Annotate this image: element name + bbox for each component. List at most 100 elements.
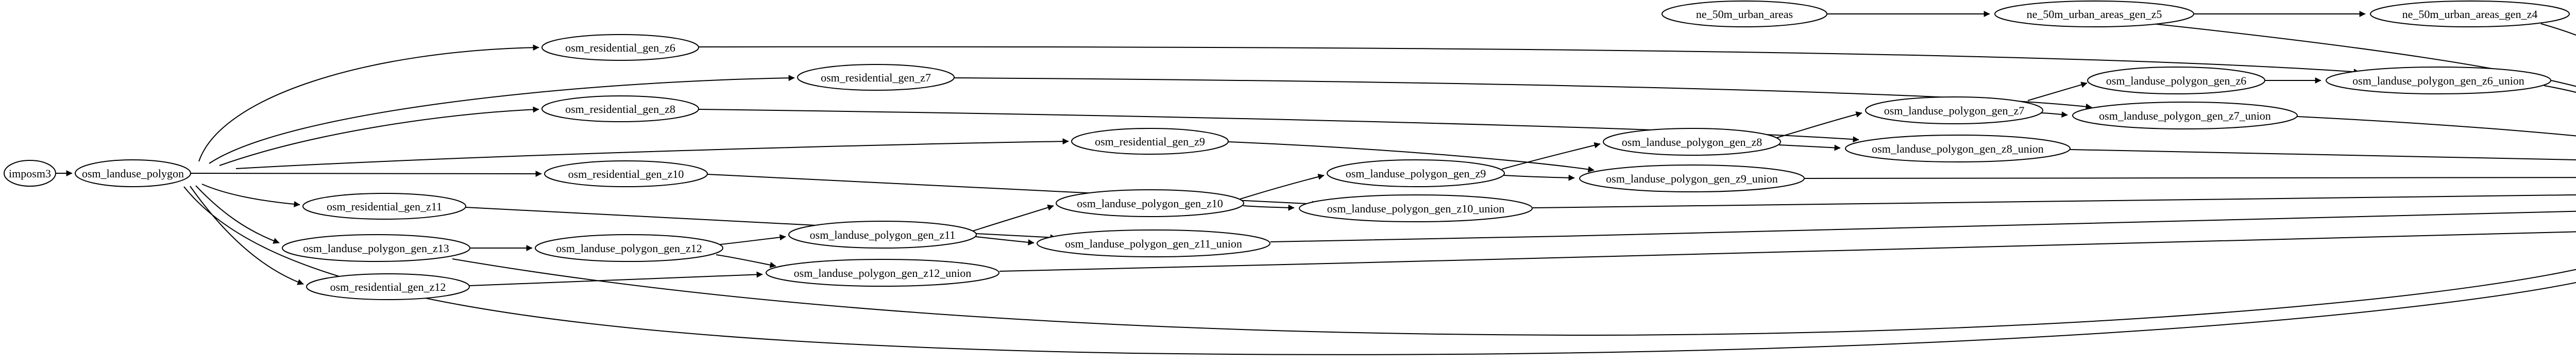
node-osm-residential-gen-z12: osm_residential_gen_z12 xyxy=(306,273,470,300)
edge-ne-z5-to-layer-z5 xyxy=(2152,23,2576,87)
node-osm-landuse-polygon-gen-z10-label: osm_landuse_polygon_gen_z10 xyxy=(1077,197,1223,210)
node-osm-landuse-polygon-gen-z6-union-label: osm_landuse_polygon_gen_z6_union xyxy=(2352,74,2524,87)
node-osm-residential-gen-z6: osm_residential_gen_z6 xyxy=(541,34,699,61)
node-osm-landuse-polygon-gen-z12-shape xyxy=(535,234,723,262)
node-osm-landuse-polygon-gen-z8-union-shape xyxy=(1845,135,2071,162)
node-osm-residential-gen-z10-label: osm_residential_gen_z10 xyxy=(568,168,684,180)
node-osm-landuse-polygon-gen-z11-union: osm_landuse_polygon_gen_z11_union xyxy=(1037,229,1270,257)
node-imposm3: imposm3 xyxy=(4,160,56,187)
edge-lp-to-res-z9 xyxy=(235,138,1069,169)
node-osm-landuse-polygon-gen-z8-label: osm_landuse_polygon_gen_z8 xyxy=(1622,136,1762,149)
edge-gen-z7-to-gen-z6 xyxy=(2027,81,2088,101)
edge-gen-z8-to-gen-z7 xyxy=(1776,111,1862,138)
node-osm-landuse-polygon-gen-z10-shape xyxy=(1056,189,1244,217)
edge-res-z10-to-union-z10 xyxy=(707,174,1318,207)
edge-gen-z12-to-union-z12 xyxy=(716,254,776,268)
node-osm-landuse-polygon-gen-z6-union-shape xyxy=(2326,67,2551,94)
node-osm-landuse-polygon-gen-z6-union: osm_landuse_polygon_gen_z6_union xyxy=(2326,67,2551,94)
node-osm-landuse-polygon-gen-z9-shape xyxy=(1327,159,1505,187)
node-osm-landuse-polygon-gen-z13-shape xyxy=(282,234,470,262)
edge-lp-to-res-z11 xyxy=(201,184,300,207)
edge-gen-z12-to-gen-z11 xyxy=(720,234,786,245)
node-osm-landuse-polygon-gen-z11-label: osm_landuse_polygon_gen_z11 xyxy=(810,228,956,241)
node-osm-landuse-polygon-gen-z10: osm_landuse_polygon_gen_z10 xyxy=(1056,189,1244,217)
node-osm-landuse-polygon-gen-z13: osm_landuse_polygon_gen_z13 xyxy=(282,234,470,262)
node-ne-50m-urban-areas-gen-z5-shape xyxy=(1994,1,2194,27)
node-osm-residential-gen-z8-label: osm_residential_gen_z8 xyxy=(565,103,675,116)
edge-gen-z9-to-union-z9 xyxy=(1503,174,1575,181)
edge-gen-z11-to-union-z11 xyxy=(975,236,1035,245)
edge-union-z12-to-layer-z12 xyxy=(999,231,2576,272)
node-ne-50m-urban-areas: ne_50m_urban_areas xyxy=(1662,1,1827,27)
node-osm-landuse-polygon-gen-z6: osm_landuse_polygon_gen_z6 xyxy=(2087,67,2265,94)
node-ne-50m-urban-areas-label: ne_50m_urban_areas xyxy=(1696,8,1793,21)
node-osm-landuse-polygon-gen-z9-union-label: osm_landuse_polygon_gen_z9_union xyxy=(1606,172,1778,185)
edge-union-z10-to-layer-z10 xyxy=(1532,194,2576,208)
node-osm-landuse-polygon-gen-z9-union: osm_landuse_polygon_gen_z9_union xyxy=(1579,164,1805,192)
node-ne-50m-urban-areas-shape xyxy=(1662,1,1827,27)
edge-lp-to-res-z10 xyxy=(191,170,542,177)
node-osm-landuse-polygon-gen-z10-union-shape xyxy=(1299,194,1533,222)
node-osm-residential-gen-z11: osm_residential_gen_z11 xyxy=(302,193,466,220)
node-osm-landuse-polygon-shape xyxy=(75,159,191,187)
edge-lp-to-res-z7 xyxy=(209,75,795,164)
edge-lp-to-res-z12 xyxy=(190,186,304,285)
node-ne-50m-urban-areas-gen-z5-label: ne_50m_urban_areas_gen_z5 xyxy=(2027,8,2162,21)
node-ne-50m-urban-areas-gen-z4-label: ne_50m_urban_areas_gen_z4 xyxy=(2402,8,2538,21)
node-osm-residential-gen-z12-shape xyxy=(306,273,470,300)
node-osm-residential-gen-z10: osm_residential_gen_z10 xyxy=(544,160,708,187)
edge-lp-to-res-z6 xyxy=(198,44,539,162)
node-imposm3-label: imposm3 xyxy=(9,167,51,180)
edge-res-z12-to-union-z12 xyxy=(469,271,763,286)
node-osm-landuse-polygon-label: osm_landuse_polygon xyxy=(82,167,184,180)
node-osm-landuse-polygon-gen-z7: osm_landuse_polygon_gen_z7 xyxy=(1865,96,2043,124)
node-osm-residential-gen-z7-shape xyxy=(797,64,955,91)
node-osm-landuse-polygon-gen-z8-union-label: osm_landuse_polygon_gen_z8_union xyxy=(1872,142,2044,155)
node-ne-50m-urban-areas-gen-z5: ne_50m_urban_areas_gen_z5 xyxy=(1994,1,2194,27)
node-osm-residential-gen-z7-label: osm_residential_gen_z7 xyxy=(821,71,931,84)
node-osm-landuse-polygon-gen-z7-union-label: osm_landuse_polygon_gen_z7_union xyxy=(2099,109,2271,122)
node-osm-residential-gen-z7: osm_residential_gen_z7 xyxy=(797,64,955,91)
edge-union-z7-to-layer-z7 xyxy=(2297,116,2576,137)
node-osm-residential-gen-z9-shape xyxy=(1071,128,1229,155)
node-osm-residential-gen-z11-shape xyxy=(302,193,466,220)
node-osm-landuse-polygon-gen-z7-label: osm_landuse_polygon_gen_z7 xyxy=(1884,104,2025,117)
node-osm-residential-gen-z9-label: osm_residential_gen_z9 xyxy=(1095,135,1205,148)
node-osm-landuse-polygon-gen-z8-union: osm_landuse_polygon_gen_z8_union xyxy=(1845,135,2071,162)
edge-gen-z9-to-gen-z8 xyxy=(1501,142,1601,170)
node-osm-landuse-polygon-gen-z8-shape xyxy=(1603,128,1781,156)
node-osm-residential-gen-z8-shape xyxy=(541,95,699,122)
node-osm-landuse-polygon-gen-z7-union-shape xyxy=(2072,102,2298,129)
node-imposm3-shape xyxy=(4,160,56,187)
node-osm-landuse-polygon-gen-z10-union-label: osm_landuse_polygon_gen_z10_union xyxy=(1327,202,1505,215)
edge-gen-z10-to-gen-z9 xyxy=(1240,173,1325,200)
node-ne-50m-urban-areas-gen-z4: ne_50m_urban_areas_gen_z4 xyxy=(2370,1,2570,27)
edge-gen-z11-to-gen-z10 xyxy=(972,204,1054,232)
edges xyxy=(56,11,2576,355)
node-osm-landuse-polygon: osm_landuse_polygon xyxy=(75,159,191,187)
node-osm-landuse-polygon-gen-z11-union-shape xyxy=(1037,229,1270,257)
edge-union-z9-to-layer-z9 xyxy=(1804,177,2576,179)
edge-union-z6-to-layer-z6 xyxy=(2544,85,2576,93)
edge-res-z9-to-union-z9 xyxy=(1228,141,1595,173)
node-ne-50m-urban-areas-gen-z4-shape xyxy=(2370,1,2570,27)
node-osm-landuse-polygon-gen-z10-union: osm_landuse_polygon_gen_z10_union xyxy=(1299,194,1533,222)
node-osm-landuse-polygon-gen-z13-label: osm_landuse_polygon_gen_z13 xyxy=(303,242,449,255)
node-osm-landuse-polygon-gen-z6-shape xyxy=(2087,67,2265,94)
node-osm-landuse-polygon-gen-z11-union-label: osm_landuse_polygon_gen_z11_union xyxy=(1065,237,1242,250)
node-osm-residential-gen-z6-label: osm_residential_gen_z6 xyxy=(565,41,675,54)
node-osm-landuse-polygon-gen-z12-union-label: osm_landuse_polygon_gen_z12_union xyxy=(794,267,972,279)
node-osm-landuse-polygon-gen-z11-shape xyxy=(788,221,977,249)
edge-union-z8-to-layer-z8 xyxy=(2070,149,2576,160)
node-osm-landuse-polygon-gen-z9-union-shape xyxy=(1579,164,1805,192)
node-osm-residential-gen-z8: osm_residential_gen_z8 xyxy=(541,95,699,122)
edge-gen-z13-to-layer-z13 xyxy=(452,258,2576,336)
edge-gen-z10-to-union-z10 xyxy=(1243,204,1295,211)
edge-res-z11-to-union-z11 xyxy=(465,207,1057,241)
edge-gen-z7-to-union-z7 xyxy=(2041,111,2068,118)
node-osm-landuse-polygon-gen-z12: osm_landuse_polygon_gen_z12 xyxy=(535,234,723,262)
node-osm-residential-gen-z12-label: osm_residential_gen_z12 xyxy=(330,281,446,293)
node-osm-residential-gen-z11-label: osm_residential_gen_z11 xyxy=(327,200,442,213)
